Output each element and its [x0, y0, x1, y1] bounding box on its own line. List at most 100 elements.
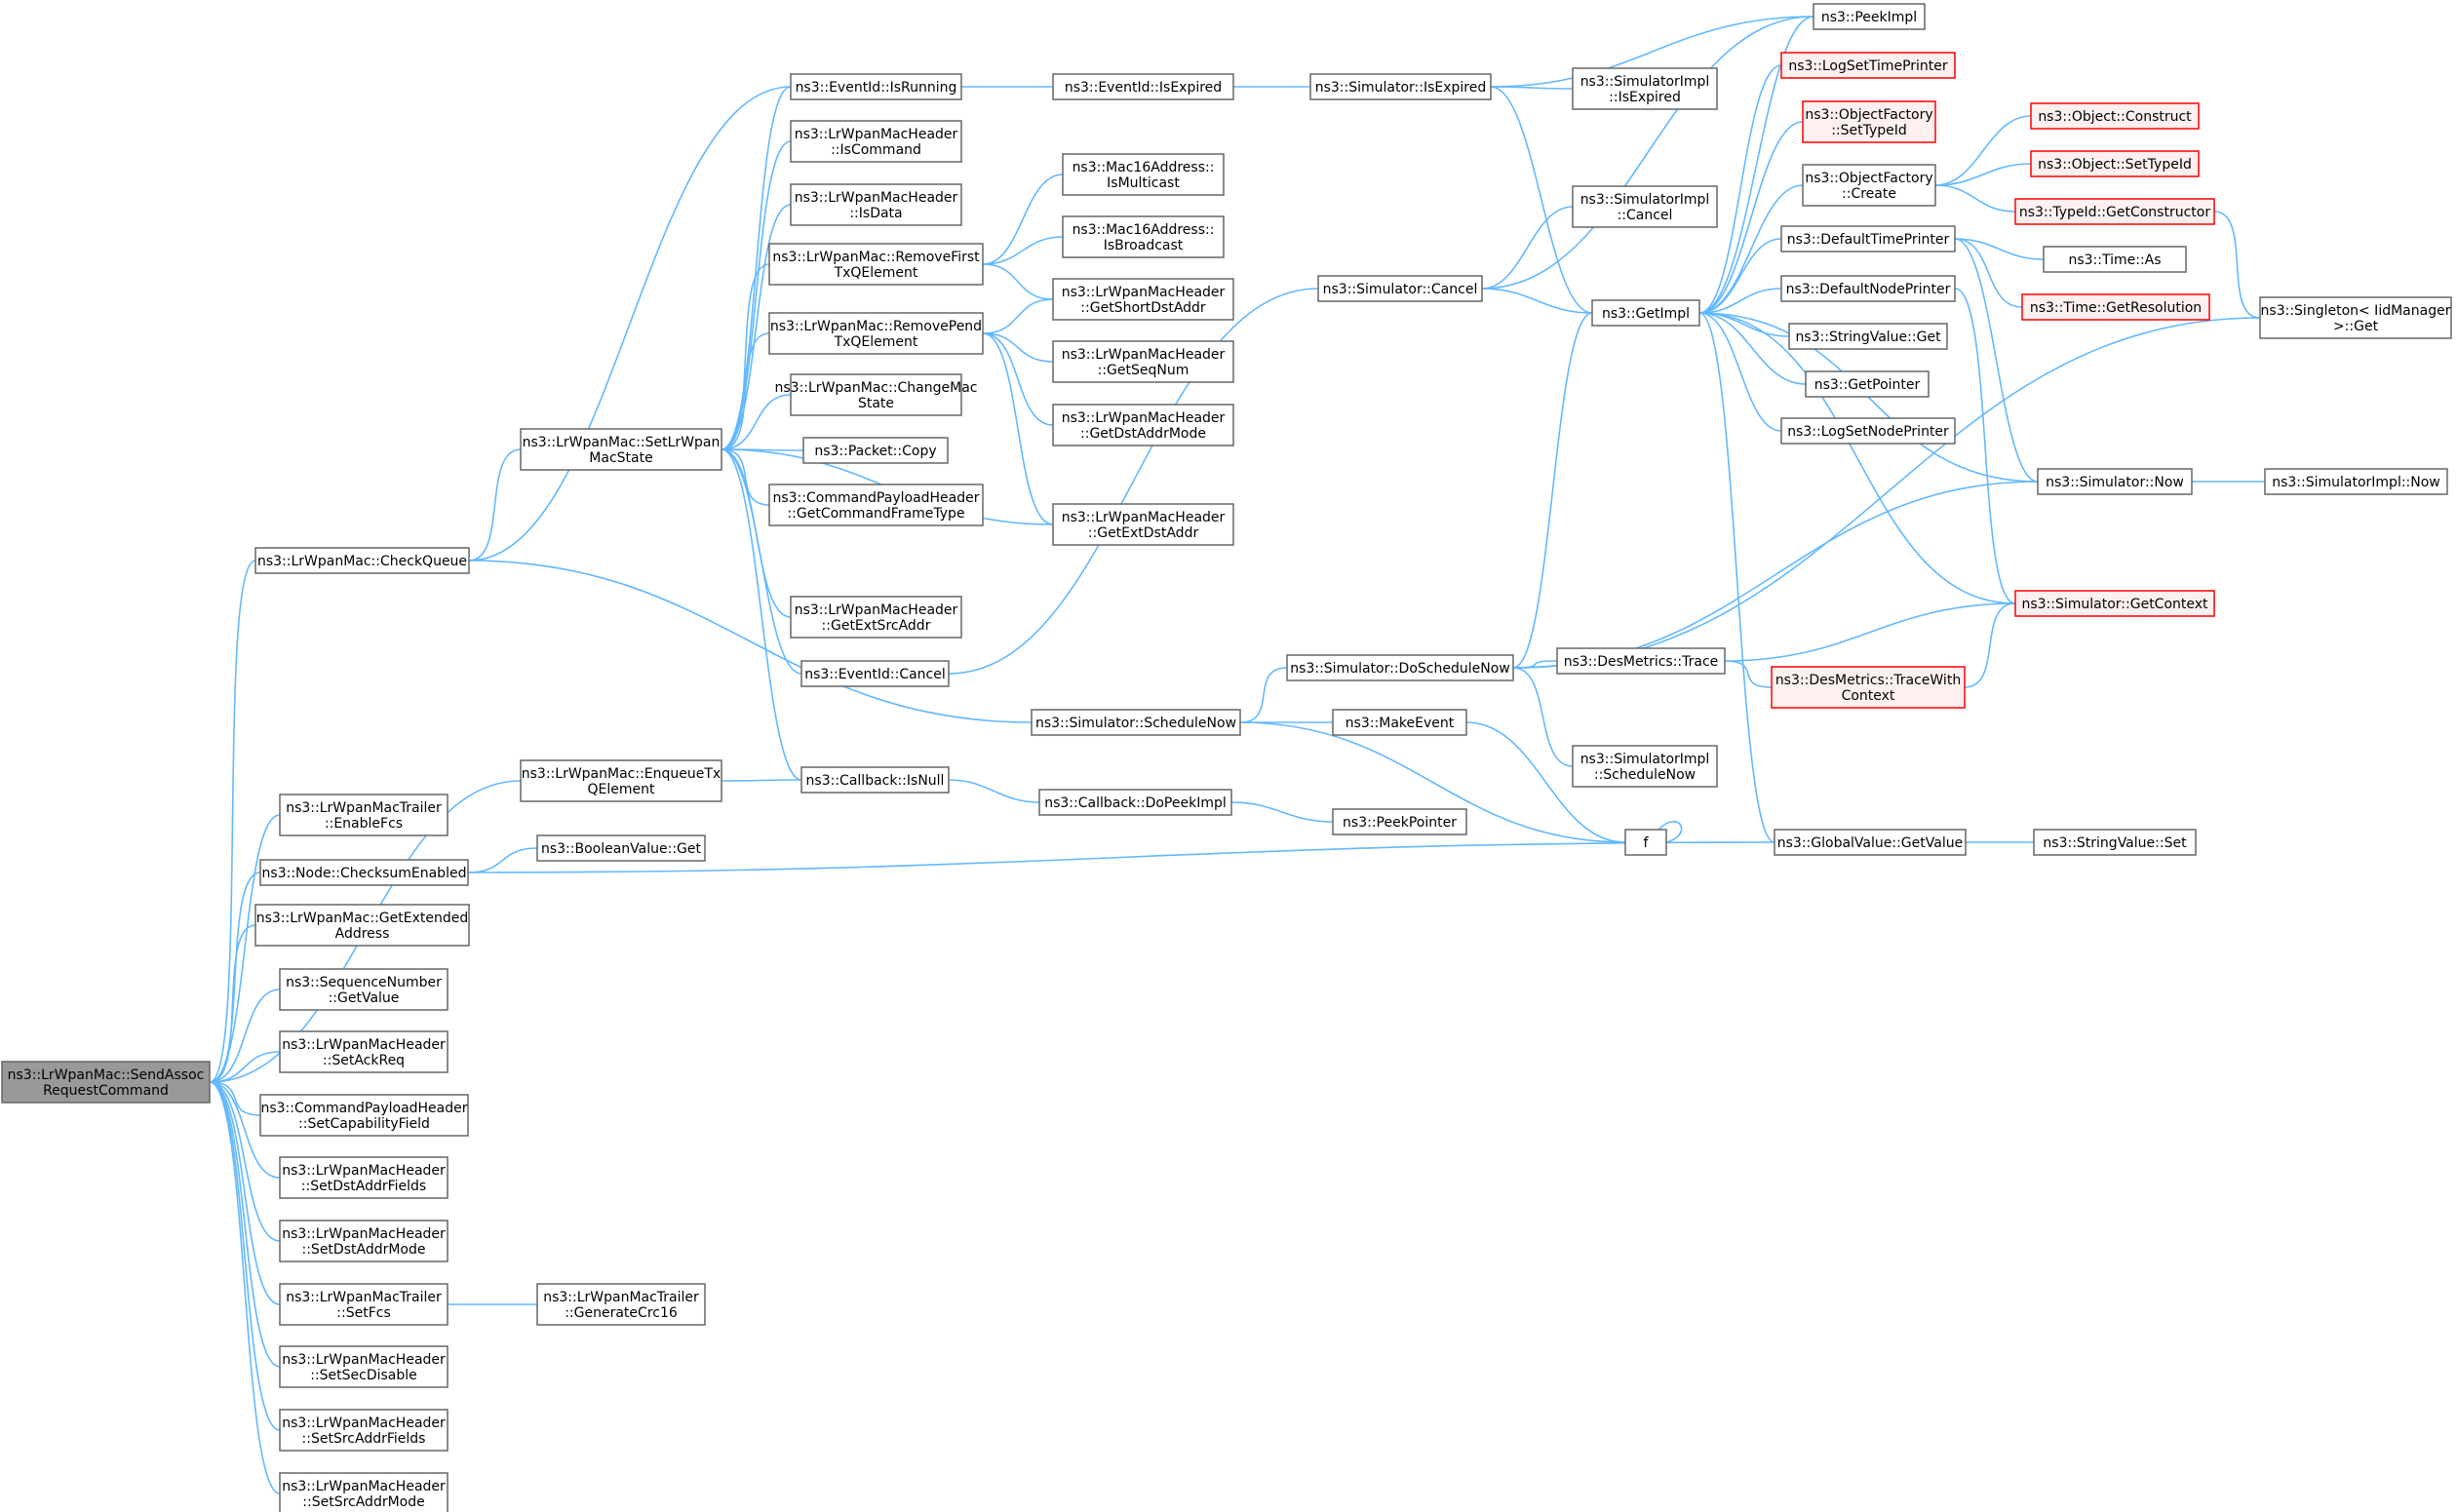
node-implnow[interactable]: ns3::SimulatorImpl::Now	[2264, 468, 2448, 495]
node-destrace[interactable]: ns3::DesMetrics::Trace	[1556, 647, 1726, 675]
node-eventcancel[interactable]: ns3::EventId::Cancel	[800, 660, 950, 687]
node-label: ns3::LrWpanMac::GetExtended	[256, 911, 468, 926]
node-getimpl[interactable]: ns3::GetImpl	[1591, 299, 1700, 327]
node-enablefcs[interactable]: ns3::LrWpanMacTrailer::EnableFcs	[279, 794, 448, 836]
node-packetcopy[interactable]: ns3::Packet::Copy	[802, 437, 949, 464]
node-peekimpl[interactable]: ns3::PeekImpl	[1813, 3, 1926, 30]
node-objsettypeid[interactable]: ns3::Object::SetTypeId	[2030, 150, 2200, 177]
node-crc16[interactable]: ns3::LrWpanMacTrailer::GenerateCrc16	[536, 1283, 706, 1326]
node-label: ns3::SequenceNumber	[286, 975, 442, 990]
node-simnow[interactable]: ns3::Simulator::Now	[2037, 468, 2193, 495]
node-setsrcmode[interactable]: ns3::LrWpanMacHeader::SetSrcAddrMode	[279, 1472, 448, 1512]
node-doschednow[interactable]: ns3::Simulator::DoScheduleNow	[1286, 654, 1514, 681]
node-box	[259, 859, 469, 886]
node-makeevent[interactable]: ns3::MakeEvent	[1332, 709, 1467, 736]
edge-simcancel-to-implcancel	[1481, 206, 1574, 290]
node-getcmdtype[interactable]: ns3::CommandPayloadHeader::GetCommandFra…	[768, 484, 984, 526]
node-box	[279, 1220, 448, 1262]
node-dopeek[interactable]: ns3::Callback::DoPeekImpl	[1038, 789, 1232, 816]
node-timeas[interactable]: ns3::Time::As	[2043, 246, 2187, 273]
node-label: ::IsExpired	[1609, 90, 1681, 105]
node-broadcast[interactable]: ns3::Mac16Address::IsBroadcast	[1062, 215, 1225, 258]
node-setdstfields[interactable]: ns3::LrWpanMacHeader::SetDstAddrFields	[279, 1156, 448, 1199]
node-strget[interactable]: ns3::StringValue::Get	[1788, 323, 1948, 350]
node-f[interactable]: f	[1624, 829, 1667, 856]
node-multicast[interactable]: ns3::Mac16Address::IsMulticast	[1062, 153, 1225, 196]
node-getseqnum[interactable]: ns3::LrWpanMacHeader::GetSeqNum	[1052, 340, 1234, 383]
node-deftimeprinter[interactable]: ns3::DefaultTimePrinter	[1780, 225, 1956, 252]
node-getres[interactable]: ns3::Time::GetResolution	[2021, 293, 2210, 321]
node-getcontext[interactable]: ns3::Simulator::GetContext	[2014, 590, 2215, 617]
node-isexpired[interactable]: ns3::EventId::IsExpired	[1052, 73, 1234, 100]
node-iscommand[interactable]: ns3::LrWpanMacHeader::IsCommand	[790, 120, 962, 163]
node-boolget[interactable]: ns3::BooleanValue::Get	[536, 834, 706, 862]
node-gvgetvalue[interactable]: ns3::GlobalValue::GetValue	[1774, 829, 1967, 856]
node-checksum[interactable]: ns3::Node::ChecksumEnabled	[259, 859, 469, 886]
edge-root-to-checksum	[209, 872, 261, 1083]
node-box	[279, 794, 448, 836]
node-strset[interactable]: ns3::StringValue::Set	[2033, 829, 2197, 856]
edge-getimpl-to-logsettime	[1698, 64, 1782, 314]
node-setsecdisable[interactable]: ns3::LrWpanMacHeader::SetSecDisable	[279, 1345, 448, 1388]
edge-destrace-to-getcontext	[1724, 602, 2016, 662]
node-setcap[interactable]: ns3::CommandPayloadHeader::SetCapability…	[259, 1094, 469, 1137]
node-getctor[interactable]: ns3::TypeId::GetConstructor	[2014, 198, 2215, 225]
node-objconstruct[interactable]: ns3::Object::Construct	[2030, 102, 2200, 130]
node-implschednow[interactable]: ns3::SimulatorImpl::ScheduleNow	[1572, 745, 1718, 788]
node-box	[1780, 52, 1956, 79]
node-getextdst[interactable]: ns3::LrWpanMacHeader::GetExtDstAddr	[1052, 503, 1234, 546]
node-setdstmode[interactable]: ns3::LrWpanMacHeader::SetDstAddrMode	[279, 1220, 448, 1262]
node-isdata[interactable]: ns3::LrWpanMacHeader::IsData	[790, 183, 962, 226]
node-checkqueue[interactable]: ns3::LrWpanMac::CheckQueue	[254, 547, 470, 574]
node-label: ns3::LrWpanMacHeader	[282, 1479, 446, 1494]
node-singleton[interactable]: ns3::Singleton< IidManager>::Get	[2259, 296, 2452, 339]
node-box	[2043, 246, 2187, 273]
node-simisexpired[interactable]: ns3::Simulator::IsExpired	[1309, 73, 1492, 100]
node-box	[1052, 340, 1234, 383]
edge-layer	[209, 16, 2265, 1494]
node-label: ns3::Simulator::ScheduleNow	[1035, 716, 1236, 731]
node-label: ns3::LrWpanMacHeader	[1062, 285, 1226, 300]
node-label: State	[858, 396, 894, 411]
node-label: IsMulticast	[1107, 175, 1180, 191]
node-peekpointer[interactable]: ns3::PeekPointer	[1332, 808, 1467, 835]
edge-root-to-seqgetvalue	[209, 989, 281, 1083]
node-box	[279, 1409, 448, 1452]
node-implcancel[interactable]: ns3::SimulatorImpl::Cancel	[1572, 185, 1718, 228]
node-schednow[interactable]: ns3::Simulator::ScheduleNow	[1031, 709, 1241, 736]
node-ofcreate[interactable]: ns3::ObjectFactory::Create	[1802, 164, 1936, 207]
node-isrunning[interactable]: ns3::EventId::IsRunning	[790, 73, 962, 100]
node-implisexpired[interactable]: ns3::SimulatorImpl::IsExpired	[1572, 67, 1718, 110]
node-setfcs[interactable]: ns3::LrWpanMacTrailer::SetFcs	[279, 1283, 448, 1326]
node-logsettime[interactable]: ns3::LogSetTimePrinter	[1780, 52, 1956, 79]
node-isnull[interactable]: ns3::Callback::IsNull	[800, 766, 950, 794]
node-getpointer[interactable]: ns3::GetPointer	[1805, 370, 1930, 398]
node-getdstmode[interactable]: ns3::LrWpanMacHeader::GetDstAddrMode	[1052, 404, 1234, 446]
node-label: ::SetSrcAddrFields	[302, 1431, 426, 1447]
node-box	[790, 183, 962, 226]
node-defnodeprinter[interactable]: ns3::DefaultNodePrinter	[1780, 275, 1956, 302]
node-box	[1062, 153, 1225, 196]
node-seqgetvalue[interactable]: ns3::SequenceNumber::GetValue	[279, 968, 448, 1011]
node-logsetnode[interactable]: ns3::LogSetNodePrinter	[1780, 417, 1956, 445]
node-getshortdst[interactable]: ns3::LrWpanMacHeader::GetShortDstAddr	[1052, 278, 1234, 321]
node-ofsettypeid[interactable]: ns3::ObjectFactory::SetTypeId	[1802, 100, 1936, 143]
node-box	[2021, 293, 2210, 321]
node-label: ::ScheduleNow	[1594, 767, 1696, 783]
node-setsrcfields[interactable]: ns3::LrWpanMacHeader::SetSrcAddrFields	[279, 1409, 448, 1452]
node-simcancel[interactable]: ns3::Simulator::Cancel	[1317, 275, 1483, 302]
node-label: ns3::ObjectFactory	[1805, 171, 1932, 186]
node-setackreq[interactable]: ns3::LrWpanMacHeader::SetAckReq	[279, 1030, 448, 1073]
node-getextsrc[interactable]: ns3::LrWpanMacHeader::GetExtSrcAddr	[790, 596, 962, 639]
node-label: ::SetTypeId	[1831, 123, 1907, 138]
node-label: ns3::LrWpanMac::SendAssoc	[8, 1067, 205, 1083]
